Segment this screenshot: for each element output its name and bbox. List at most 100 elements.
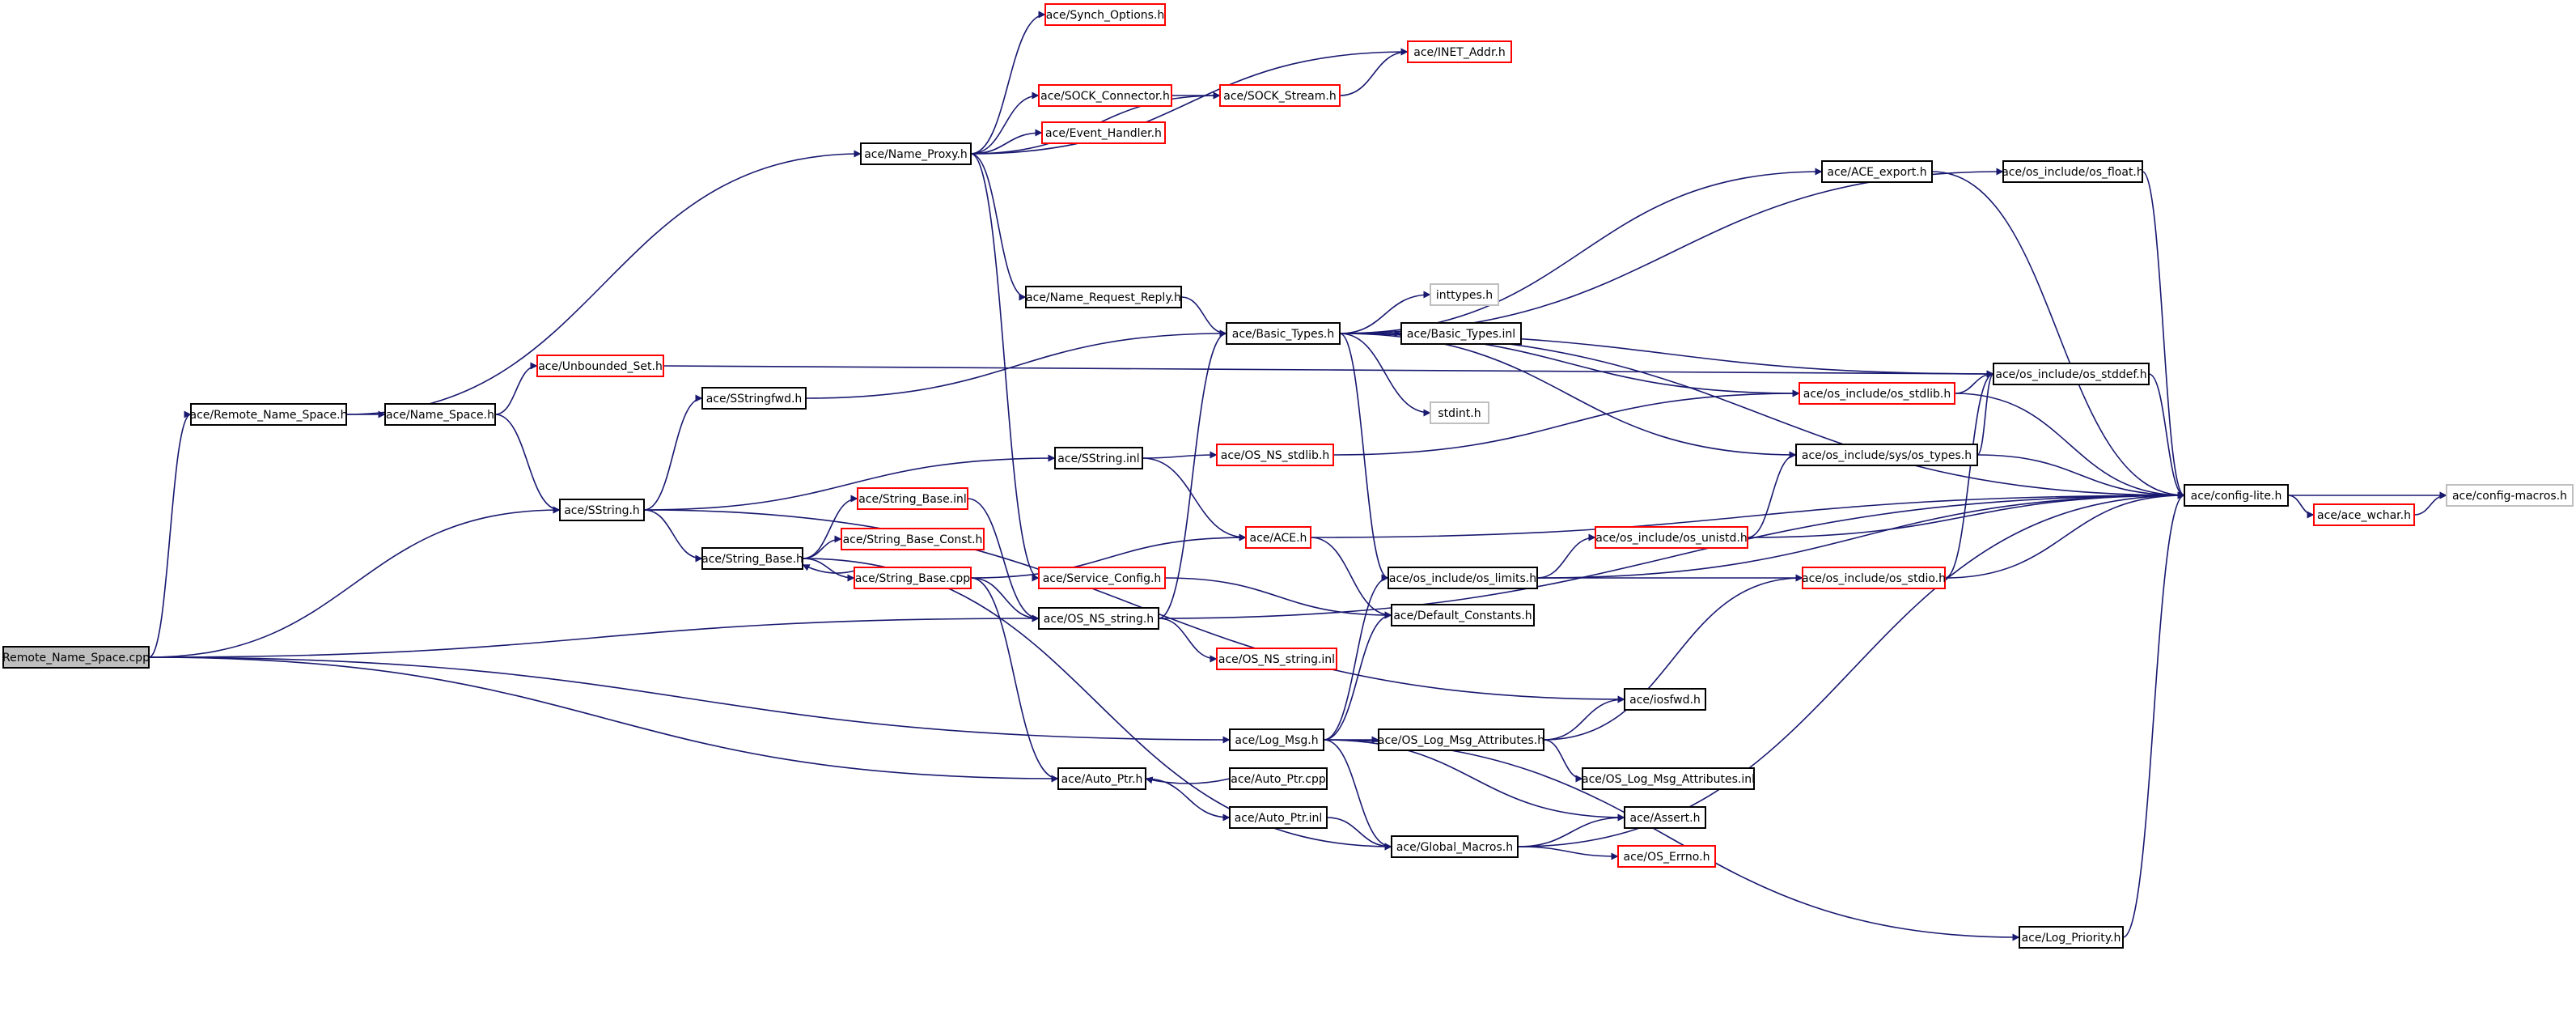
node-box <box>860 142 972 165</box>
node-os-stdlib[interactable]: ace/os_include/os_stdlib.h <box>1799 382 1955 405</box>
node-label: ace/Default_Constants.h <box>1393 609 1532 622</box>
node-config-lite[interactable]: ace/config-lite.h <box>2184 484 2289 507</box>
node-os-ns-string[interactable]: ace/OS_NS_string.h <box>1038 607 1159 630</box>
edge-string-base-cpp-to-auto-ptr-h <box>970 577 1059 783</box>
node-sys-os-types[interactable]: ace/os_include/sys/os_types.h <box>1795 444 1978 466</box>
node-box <box>854 567 972 589</box>
node-remote-cpp[interactable]: Remote_Name_Space.cpp <box>2 646 150 669</box>
node-global-macros[interactable]: ace/Global_Macros.h <box>1391 835 1519 858</box>
edge-global-macros-to-assert-h <box>1517 813 1625 847</box>
node-box <box>1226 322 1341 345</box>
node-config-macros[interactable]: ace/config-macros.h <box>2446 484 2574 507</box>
node-label: ace/SOCK_Stream.h <box>1223 90 1336 103</box>
node-box <box>190 403 347 426</box>
edge-service-config-to-default-constants <box>1164 577 1392 619</box>
node-box <box>1795 444 1978 466</box>
node-service-config[interactable]: ace/Service_Config.h <box>1038 567 1166 589</box>
node-os-log-msg-attr-inl[interactable]: ace/OS_Log_Msg_Attributes.inl <box>1582 767 1755 790</box>
node-box <box>2313 503 2415 526</box>
node-os-stddef[interactable]: ace/os_include/os_stddef.h <box>1993 363 2150 385</box>
node-label: Remote_Name_Space.cpp <box>2 652 150 665</box>
node-string-base-h[interactable]: ace/String_Base.h <box>701 547 803 570</box>
node-sstringfwd[interactable]: ace/SStringfwd.h <box>701 387 807 410</box>
node-box <box>1057 767 1146 790</box>
node-auto-ptr-cpp[interactable]: ace/Auto_Ptr.cpp <box>1229 767 1328 790</box>
node-os-stdio[interactable]: ace/os_include/os_stdio.h <box>1802 567 1946 589</box>
node-label: ace/Name_Request_Reply.h <box>1026 291 1181 304</box>
node-name-space-h[interactable]: ace/Name_Space.h <box>384 403 496 426</box>
node-iosfwd[interactable]: ace/iosfwd.h <box>1624 688 1706 711</box>
node-box <box>1044 3 1166 26</box>
node-box <box>1821 160 1933 183</box>
edge-sstring-h-to-iosfwd <box>643 509 1625 703</box>
node-label: ace/SOCK_Connector.h <box>1040 90 1170 103</box>
node-inet-addr[interactable]: ace/INET_Addr.h <box>1407 40 1512 63</box>
edge-string-base-cpp-to-os-ns-string <box>970 577 1040 622</box>
node-synch-options[interactable]: ace/Synch_Options.h <box>1044 3 1166 26</box>
node-log-msg[interactable]: ace/Log_Msg.h <box>1229 728 1324 751</box>
edge-config-lite-to-ace-wchar <box>2287 495 2315 519</box>
edge-auto-ptr-h-to-auto-ptr-inl <box>1145 778 1231 822</box>
node-inttypes[interactable]: inttypes.h <box>1430 283 1499 306</box>
node-default-constants[interactable]: ace/Default_Constants.h <box>1391 604 1535 626</box>
node-assert-h[interactable]: ace/Assert.h <box>1624 806 1706 829</box>
node-label: ace/SStringfwd.h <box>706 393 803 406</box>
node-label: ace/INET_Addr.h <box>1413 46 1506 59</box>
node-box <box>1624 688 1706 711</box>
node-ace-h[interactable]: ace/ACE.h <box>1245 526 1311 549</box>
edge-log-msg-to-global-macros <box>1323 739 1392 851</box>
node-sock-connector[interactable]: ace/SOCK_Connector.h <box>1038 84 1172 107</box>
node-os-ns-string-inl[interactable]: ace/OS_NS_string.inl <box>1216 648 1337 670</box>
node-sstring-h[interactable]: ace/SString.h <box>559 499 645 521</box>
node-ace-wchar[interactable]: ace/ace_wchar.h <box>2313 503 2415 526</box>
node-log-priority[interactable]: ace/Log_Priority.h <box>2019 926 2124 949</box>
edge-string-base-h-to-string-base-const <box>802 535 842 559</box>
node-ace-export[interactable]: ace/ACE_export.h <box>1821 160 1933 183</box>
node-sock-stream[interactable]: ace/SOCK_Stream.h <box>1219 84 1341 107</box>
edge-ace-h-to-default-constants <box>1310 537 1392 619</box>
node-sstring-inl[interactable]: ace/SString.inl <box>1054 447 1143 469</box>
edge-log-msg-to-log-priority <box>1323 739 2020 941</box>
edge-remote-cpp-to-os-ns-string <box>148 614 1040 658</box>
edge-ace-export-to-config-lite <box>1931 171 2185 499</box>
edge-global-macros-to-os-errno <box>1517 846 1619 860</box>
edge-sys-os-types-to-config-lite <box>1976 454 2185 499</box>
edge-name-space-h-to-sstring-h <box>494 414 561 514</box>
node-name-request-reply[interactable]: ace/Name_Request_Reply.h <box>1025 286 1182 308</box>
edge-string-base-h-to-string-base-inl <box>802 495 858 559</box>
node-name-proxy[interactable]: ace/Name_Proxy.h <box>860 142 972 165</box>
node-os-ns-stdlib[interactable]: ace/OS_NS_stdlib.h <box>1216 444 1334 466</box>
node-box <box>1229 728 1324 751</box>
node-label: stdint.h <box>1438 407 1481 420</box>
edge-os-ns-stdlib-to-os-stdlib <box>1332 389 1800 456</box>
edge-os-stdio-to-os-stddef <box>1944 370 1994 579</box>
edge-os-log-msg-attr-to-os-stdio <box>1543 574 1803 741</box>
node-event-handler[interactable]: ace/Event_Handler.h <box>1041 121 1166 144</box>
node-basic-types[interactable]: ace/Basic_Types.h <box>1226 322 1341 345</box>
node-box <box>1582 767 1755 790</box>
node-os-errno[interactable]: ace/OS_Errno.h <box>1617 845 1716 868</box>
node-label: ace/os_include/os_stdlib.h <box>1803 388 1951 401</box>
edge-log-msg-to-os-limits <box>1323 574 1389 741</box>
node-string-base-inl[interactable]: ace/String_Base.inl <box>857 487 968 510</box>
edge-remote-h-to-name-proxy <box>345 150 862 415</box>
node-basic-types-inl[interactable]: ace/Basic_Types.inl <box>1400 322 1522 345</box>
node-unbounded-set[interactable]: ace/Unbounded_Set.h <box>536 355 664 377</box>
edge-os-log-msg-attr-to-iosfwd <box>1543 695 1625 741</box>
node-os-limits[interactable]: ace/os_include/os_limits.h <box>1388 567 1538 589</box>
node-box <box>536 355 664 377</box>
node-auto-ptr-inl[interactable]: ace/Auto_Ptr.inl <box>1229 806 1328 829</box>
node-box <box>1054 447 1143 469</box>
edge-auto-ptr-cpp-to-auto-ptr-h <box>1145 776 1231 784</box>
node-label: ace/Basic_Types.inl <box>1407 328 1515 341</box>
node-os-unistd[interactable]: ace/os_include/os_unistd.h <box>1595 526 1748 549</box>
node-os-log-msg-attr[interactable]: ace/OS_Log_Msg_Attributes.h <box>1378 728 1544 751</box>
node-box <box>2 646 150 669</box>
node-auto-ptr-h[interactable]: ace/Auto_Ptr.h <box>1057 767 1146 790</box>
node-stdint[interactable]: stdint.h <box>1430 401 1489 424</box>
node-string-base-const[interactable]: ace/String_Base_Const.h <box>841 528 985 550</box>
node-string-base-cpp[interactable]: ace/String_Base.cpp <box>854 567 972 589</box>
node-os-float[interactable]: ace/os_include/os_float.h <box>2002 160 2144 183</box>
node-box <box>1245 526 1311 549</box>
node-remote-h[interactable]: ace/Remote_Name_Space.h <box>190 403 348 426</box>
